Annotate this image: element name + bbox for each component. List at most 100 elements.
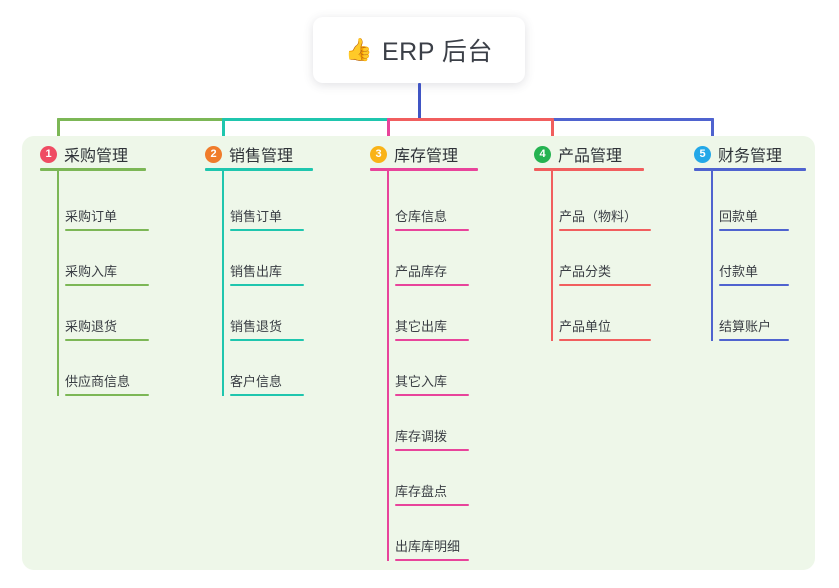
leaf-item[interactable]: 采购订单 xyxy=(65,205,159,231)
leaf-item-rule xyxy=(65,284,149,286)
leaf-item-label: 供应商信息 xyxy=(65,374,131,389)
root-node-title: 👍 ERP 后台 xyxy=(345,32,493,68)
leaf-item-label: 库存调拨 xyxy=(395,429,448,444)
leaf-item[interactable]: 回款单 xyxy=(719,205,799,231)
leaf-item[interactable]: 销售退货 xyxy=(230,315,314,341)
branch-number-badge: 4 xyxy=(534,145,551,163)
leaf-item[interactable]: 库存盘点 xyxy=(395,480,479,506)
leaf-item-rule xyxy=(65,394,149,396)
leaf-item-label: 回款单 xyxy=(719,209,759,224)
branch-number-badge: 2 xyxy=(205,145,222,163)
bus-segment xyxy=(387,118,554,121)
leaf-item-label: 销售退货 xyxy=(230,319,283,334)
branch-number-badge: 5 xyxy=(694,145,711,163)
root-node[interactable]: 👍 ERP 后台 xyxy=(313,17,525,83)
leaf-item[interactable]: 库存调拨 xyxy=(395,425,479,451)
leaf-item-label: 产品分类 xyxy=(559,264,612,279)
branch-spine xyxy=(222,171,224,396)
leaf-item-rule xyxy=(395,284,469,286)
branch-number-badge: 1 xyxy=(40,145,57,163)
leaf-item-label: 仓库信息 xyxy=(395,209,448,224)
leaf-item-rule xyxy=(395,504,469,506)
branch-drop-line xyxy=(387,118,390,144)
leaf-item-rule xyxy=(395,449,469,451)
branch-number-badge: 3 xyxy=(370,145,387,163)
leaf-item-rule xyxy=(65,339,149,341)
leaf-item[interactable]: 其它入库 xyxy=(395,370,479,396)
leaf-item-rule xyxy=(719,339,789,341)
leaf-item[interactable]: 采购入库 xyxy=(65,260,159,286)
branch-header-rule xyxy=(694,168,806,171)
branch-title: 产品管理 xyxy=(558,148,623,165)
leaf-item-label: 采购入库 xyxy=(65,264,118,279)
leaf-item[interactable]: 销售订单 xyxy=(230,205,314,231)
leaf-item-rule xyxy=(719,284,789,286)
branch-header-rule xyxy=(205,168,313,171)
leaf-item-rule xyxy=(395,394,469,396)
branch-drop-line xyxy=(711,118,714,144)
leaf-item[interactable]: 仓库信息 xyxy=(395,205,479,231)
leaf-item-rule xyxy=(230,394,304,396)
leaf-item[interactable]: 客户信息 xyxy=(230,370,314,396)
branch-header-2[interactable]: 2 销售管理 xyxy=(205,142,293,166)
leaf-item-rule xyxy=(559,229,651,231)
leaf-item-rule xyxy=(230,339,304,341)
leaf-item-label: 付款单 xyxy=(719,264,759,279)
leaf-item-rule xyxy=(230,229,304,231)
leaf-item[interactable]: 其它出库 xyxy=(395,315,479,341)
leaf-item-label: 结算账户 xyxy=(719,319,772,334)
branch-header-rule xyxy=(370,168,478,171)
leaf-item-rule xyxy=(395,339,469,341)
leaf-item-rule xyxy=(395,229,469,231)
leaf-item-rule xyxy=(559,284,651,286)
branch-header-5[interactable]: 5 财务管理 xyxy=(694,142,782,166)
leaf-item[interactable]: 产品单位 xyxy=(559,315,661,341)
leaf-item-rule xyxy=(719,229,789,231)
branch-spine xyxy=(551,171,553,341)
leaf-item[interactable]: 供应商信息 xyxy=(65,370,159,396)
leaf-item[interactable]: 采购退货 xyxy=(65,315,159,341)
branch-header-rule xyxy=(534,168,644,171)
leaf-item-label: 销售出库 xyxy=(230,264,283,279)
leaf-item-label: 客户信息 xyxy=(230,374,283,389)
root-stem-line xyxy=(418,83,421,120)
branch-spine xyxy=(57,171,59,396)
leaf-item[interactable]: 产品（物料） xyxy=(559,205,661,231)
leaf-item-rule xyxy=(395,559,469,561)
leaf-item[interactable]: 产品分类 xyxy=(559,260,661,286)
branch-header-4[interactable]: 4 产品管理 xyxy=(534,142,622,166)
leaf-item[interactable]: 出库库明细 xyxy=(395,535,479,561)
leaf-item-rule xyxy=(65,229,149,231)
root-node-label: ERP 后台 xyxy=(382,38,493,66)
leaf-item-label: 产品库存 xyxy=(395,264,448,279)
branch-title: 销售管理 xyxy=(229,148,294,165)
leaf-item[interactable]: 销售出库 xyxy=(230,260,314,286)
branch-drop-line xyxy=(551,118,554,144)
leaf-item[interactable]: 付款单 xyxy=(719,260,799,286)
leaf-item-label: 采购退货 xyxy=(65,319,118,334)
leaf-item-label: 采购订单 xyxy=(65,209,118,224)
branch-spine xyxy=(711,171,713,341)
leaf-item[interactable]: 结算账户 xyxy=(719,315,799,341)
leaf-item[interactable]: 产品库存 xyxy=(395,260,479,286)
bus-segment xyxy=(551,118,714,121)
branch-title: 库存管理 xyxy=(394,148,459,165)
leaf-item-rule xyxy=(559,339,651,341)
leaf-item-label: 出库库明细 xyxy=(395,539,461,554)
branch-header-rule xyxy=(40,168,146,171)
leaf-item-label: 销售订单 xyxy=(230,209,283,224)
leaf-item-label: 产品（物料） xyxy=(559,209,638,224)
branch-drop-line xyxy=(222,118,225,144)
bus-segment xyxy=(222,118,390,121)
leaf-item-rule xyxy=(230,284,304,286)
branch-header-3[interactable]: 3 库存管理 xyxy=(370,142,458,166)
leaf-item-label: 库存盘点 xyxy=(395,484,448,499)
branch-spine xyxy=(387,171,389,561)
leaf-item-label: 产品单位 xyxy=(559,319,612,334)
bus-segment xyxy=(57,118,225,121)
branch-title: 财务管理 xyxy=(718,148,783,165)
branch-drop-line xyxy=(57,118,60,144)
